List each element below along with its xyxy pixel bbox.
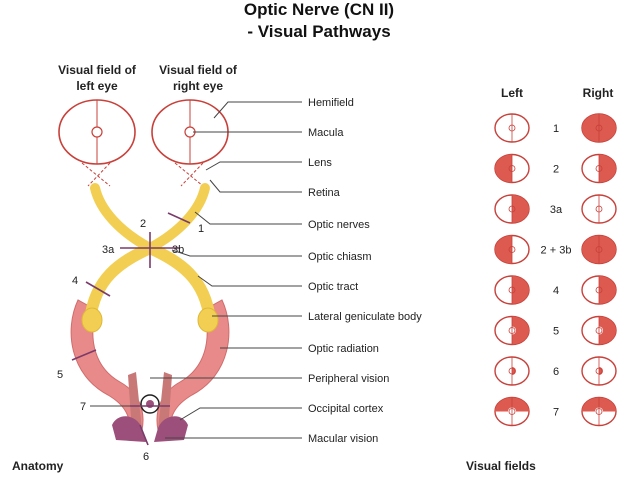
callout-macular-vision: Macular vision <box>308 433 378 445</box>
left-eye-header-1: Visual field of <box>58 63 137 77</box>
optic-radiation <box>70 299 230 432</box>
lesion-4: 4 <box>72 275 78 287</box>
lesion-5: 5 <box>57 369 63 381</box>
lesion-6: 6 <box>143 451 149 463</box>
vf-right-field <box>581 113 617 143</box>
callout-lens: Lens <box>308 157 332 169</box>
vf-left-field <box>494 275 530 305</box>
vf-row: 5 <box>494 315 617 346</box>
vf-right-field <box>581 315 617 346</box>
vf-right-field <box>581 275 617 305</box>
vf-row-label: 1 <box>553 123 559 135</box>
vf-row-label: 7 <box>553 407 559 419</box>
vf-row-label: 2 <box>553 164 559 176</box>
callout-optic-radiation: Optic radiation <box>308 343 379 355</box>
projection-lines <box>81 162 204 187</box>
vf-row: 2 + 3b <box>494 234 617 265</box>
vf-right-header: Right <box>583 86 614 100</box>
callout-peripheral-vision: Peripheral vision <box>308 373 389 385</box>
lesion-3a: 3a <box>102 244 115 256</box>
vf-left-field <box>494 113 530 143</box>
vf-right-field <box>581 194 617 224</box>
callout-occipital-cortex: Occipital cortex <box>308 403 384 415</box>
vf-left-field <box>494 315 530 346</box>
vf-row: 7 <box>494 396 617 427</box>
vf-left-field <box>494 234 530 265</box>
vf-row: 4 <box>494 275 617 305</box>
right-eye-header-1: Visual field of <box>159 63 238 77</box>
lesion-1: 1 <box>198 223 204 235</box>
visual-fields-footer: Visual fields <box>466 459 536 473</box>
callout-optic-tract: Optic tract <box>308 281 358 293</box>
callout-macula: Macula <box>308 127 344 139</box>
callout-optic-chiasm: Optic chiasm <box>308 251 372 263</box>
lesion-7: 7 <box>80 401 86 413</box>
vf-row-label: 4 <box>553 285 559 297</box>
right-eye-field <box>151 99 229 165</box>
lesion-2: 2 <box>140 218 146 230</box>
title-line-1: Optic Nerve (CN II) <box>243 0 395 19</box>
lesion-3b: 3b <box>172 244 184 256</box>
vf-left-header: Left <box>501 86 523 100</box>
vf-row: 3a <box>494 194 617 224</box>
lateral-geniculate-bodies <box>81 307 219 333</box>
anatomy-footer: Anatomy <box>12 459 64 473</box>
vf-left-field <box>494 356 530 386</box>
vf-right-field <box>581 153 617 184</box>
callout-labels: Hemifield Macula Lens Retina Optic nerve… <box>308 97 422 445</box>
lesion-markers <box>71 212 191 446</box>
occipital-cortex <box>112 394 188 442</box>
vf-row-label: 5 <box>553 326 559 338</box>
left-eye-field <box>58 99 136 165</box>
callout-hemifield: Hemifield <box>308 97 354 109</box>
callout-lateral-geniculate-body: Lateral geniculate body <box>308 311 422 323</box>
vf-right-field <box>581 396 617 427</box>
vf-right-field <box>581 234 617 265</box>
title-line-2: - Visual Pathways <box>247 22 391 41</box>
vf-right-field <box>581 356 617 386</box>
callout-leaders <box>150 101 302 439</box>
vf-row-label: 2 + 3b <box>541 245 572 257</box>
left-eye-header-2: left eye <box>76 79 118 93</box>
vf-left-field <box>494 194 530 224</box>
visual-field-rows: 1 2 3a 2 + 3b 4 5 6 7 <box>494 113 617 427</box>
vf-row-label: 6 <box>553 366 559 378</box>
vf-row: 2 <box>494 153 617 184</box>
vf-row-label: 3a <box>550 204 563 216</box>
vf-left-field <box>494 153 530 184</box>
vf-row: 6 <box>494 356 617 386</box>
vf-row: 1 <box>494 113 617 143</box>
callout-optic-nerves: Optic nerves <box>308 219 370 231</box>
vf-left-field <box>494 396 530 427</box>
callout-retina: Retina <box>308 187 341 199</box>
right-eye-header-2: right eye <box>173 79 223 93</box>
